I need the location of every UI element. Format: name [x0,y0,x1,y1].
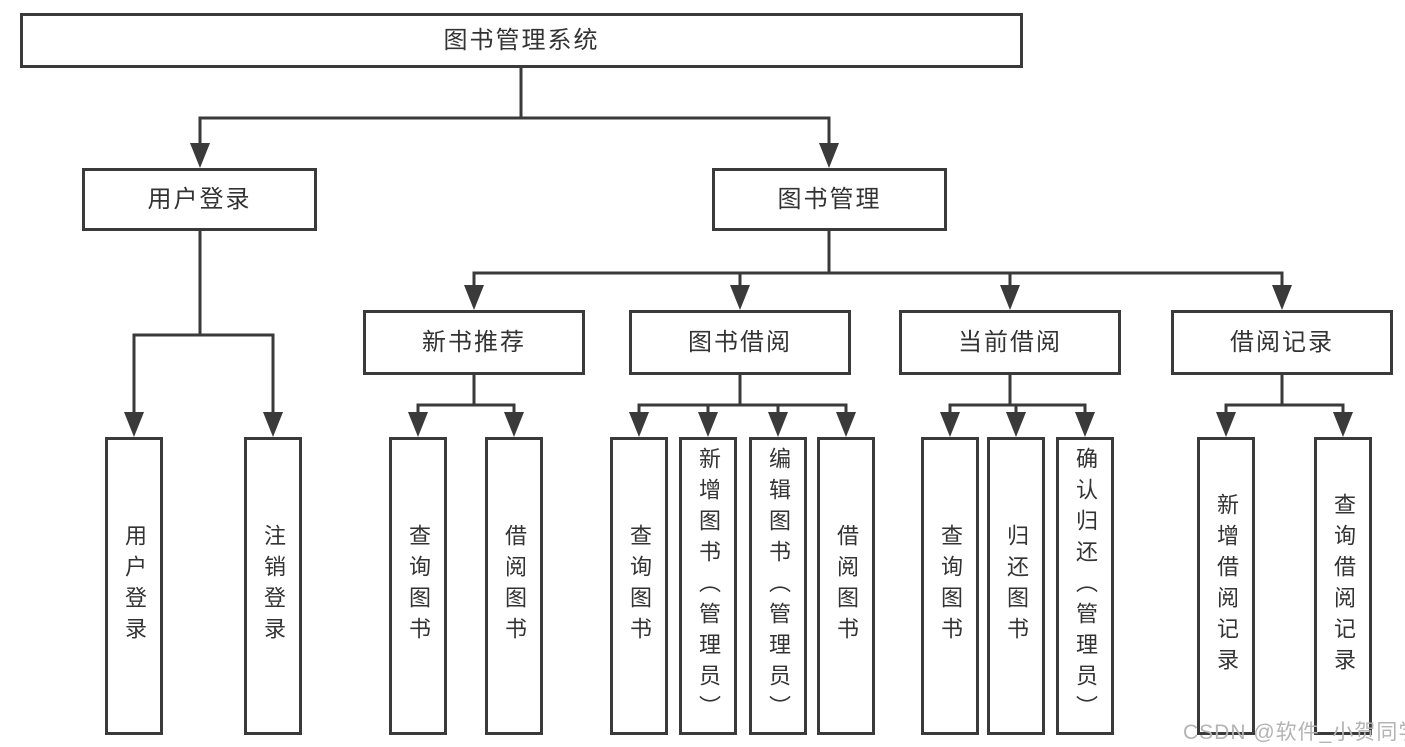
leaf-edit-books-admin: 编辑图书（管理员） [749,437,807,735]
leaf-label: 查询图书 [627,524,652,648]
node-label: 图书管理 [777,185,882,213]
leaf-query-borrow-record: 查询借阅记录 [1314,437,1372,735]
node-new-book-recommendation: 新书推荐 [363,310,585,375]
leaf-label: 归还图书 [1004,524,1029,648]
leaf-label: 查询借阅记录 [1331,493,1356,679]
leaf-label: 注销登录 [261,524,286,648]
node-label: 图书借阅 [688,328,792,356]
node-borrowing-records: 借阅记录 [1171,310,1393,375]
leaf-add-borrow-record: 新增借阅记录 [1197,437,1255,735]
leaf-query-books-newbook: 查询图书 [389,437,447,735]
node-label: 图书管理系统 [443,26,600,54]
leaf-confirm-return-admin: 确认归还（管理员） [1056,437,1114,735]
node-current-borrowing: 当前借阅 [899,310,1121,375]
leaf-label: 确认归还（管理员） [1073,446,1098,726]
leaf-borrow-books-newbook: 借阅图书 [485,437,543,735]
node-book-management: 图书管理 [712,168,947,231]
leaf-label: 查询图书 [938,524,963,648]
node-label: 借阅记录 [1230,328,1334,356]
node-book-borrowing: 图书借阅 [629,310,851,375]
leaf-label: 查询图书 [406,524,431,648]
leaf-label: 新增图书（管理员） [696,446,721,726]
csdn-watermark: CSDN @软件_小贺同学 [1183,721,1405,744]
leaf-query-books-current: 查询图书 [921,437,979,735]
node-library-management-system: 图书管理系统 [20,13,1023,68]
leaf-user-login: 用户登录 [105,437,163,735]
node-label: 当前借阅 [958,328,1062,356]
leaf-add-books-admin: 新增图书（管理员） [679,437,737,735]
leaf-return-books: 归还图书 [987,437,1045,735]
leaf-label: 新增借阅记录 [1214,493,1239,679]
leaf-query-books-borrow: 查询图书 [610,437,668,735]
leaf-borrow-books-borrow: 借阅图书 [817,437,875,735]
leaf-label: 借阅图书 [834,524,859,648]
leaf-label: 编辑图书（管理员） [766,446,791,726]
node-label: 用户登录 [147,185,252,213]
leaf-label: 借阅图书 [502,524,527,648]
node-label: 新书推荐 [422,328,526,356]
leaf-label: 用户登录 [122,524,147,648]
leaf-logout: 注销登录 [244,437,302,735]
node-user-login: 用户登录 [82,168,317,231]
